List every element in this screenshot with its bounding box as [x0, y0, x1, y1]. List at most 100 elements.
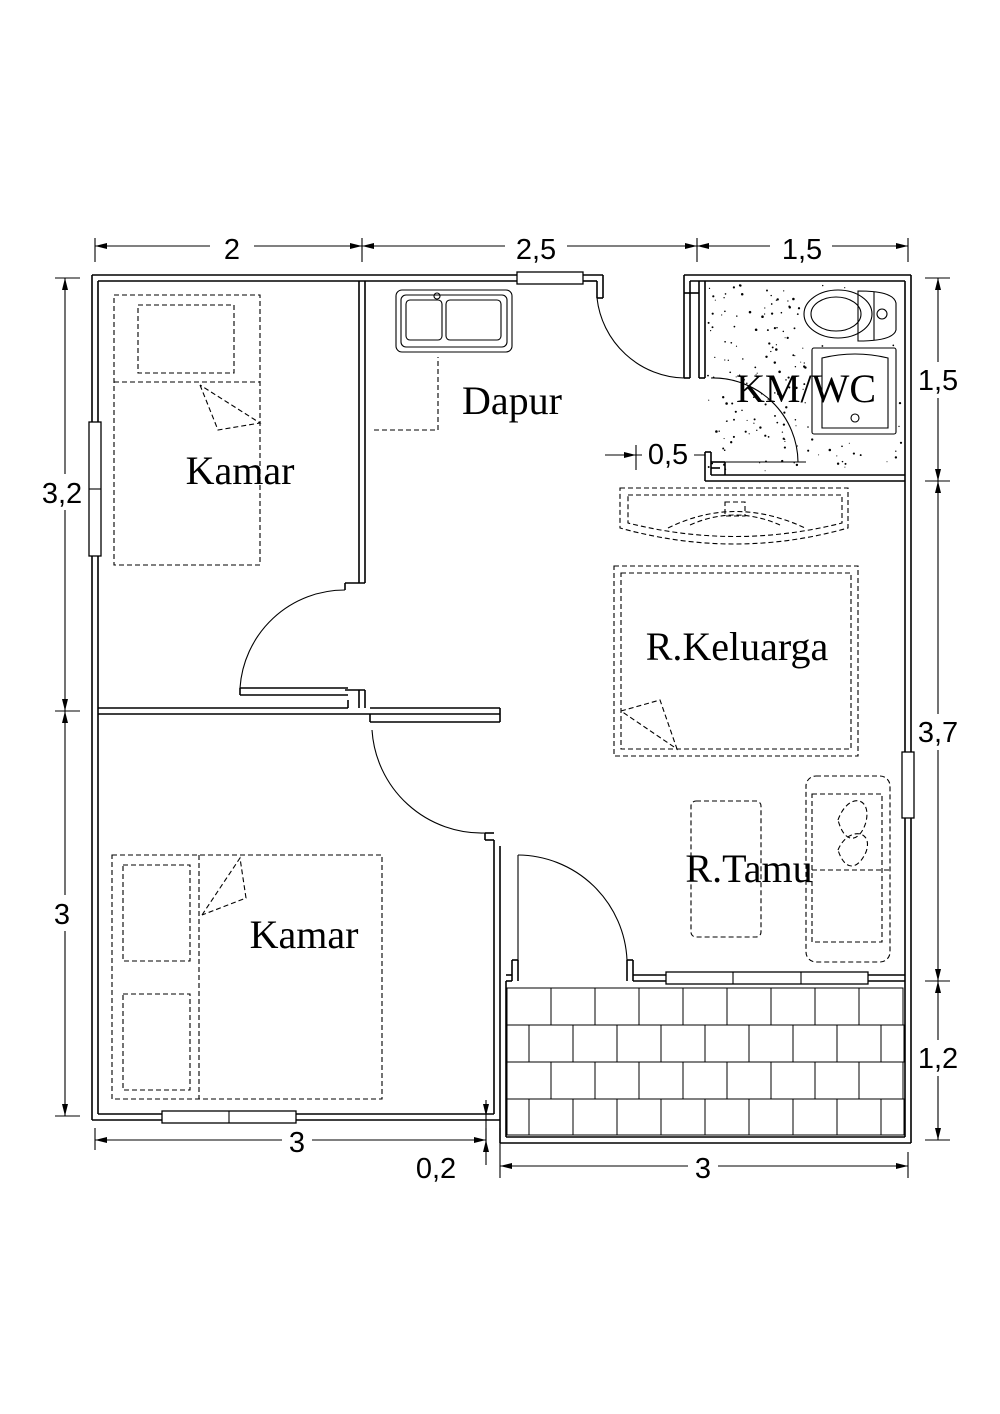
- stipple-dot: [765, 355, 768, 359]
- terrace-tile: [638, 987, 684, 1026]
- stipple-dot: [770, 303, 773, 305]
- terrace-tile: [550, 1061, 596, 1100]
- stipple-dot: [743, 378, 745, 381]
- dim-top-left: 2: [224, 234, 240, 266]
- stipple-dot: [894, 456, 898, 459]
- stipple-dot: [756, 429, 758, 431]
- terrace-tile: [682, 1061, 728, 1100]
- stipple-dot: [766, 289, 768, 292]
- stipple-dot: [776, 327, 778, 329]
- dim-bottom-left: 3: [289, 1127, 305, 1159]
- stipple-dot: [778, 370, 781, 374]
- stipple-dot: [725, 402, 728, 405]
- stipple-dot: [726, 420, 728, 422]
- stipple-dot: [722, 447, 725, 450]
- terrace-tile: [792, 1024, 838, 1063]
- terrace-tile: [748, 1098, 794, 1136]
- stipple-dot: [768, 342, 771, 345]
- stipple-dot: [708, 287, 711, 290]
- stipple-dot: [773, 327, 776, 330]
- stipple-dot: [836, 462, 840, 465]
- stipple-dot: [899, 441, 903, 444]
- stipple-dot: [844, 462, 847, 465]
- stipple-dot: [727, 359, 729, 361]
- terrace-tile: [572, 1098, 618, 1136]
- stipple-dot: [711, 312, 714, 315]
- stipple-dot: [774, 414, 776, 417]
- stipple-dot: [886, 461, 888, 463]
- stipple-dot: [746, 382, 748, 384]
- stipple-dot: [708, 399, 710, 401]
- stipple-dot: [788, 386, 791, 389]
- stipple-dot: [802, 347, 804, 349]
- keluarga-furniture: [613, 487, 859, 757]
- terrace-tile: [814, 987, 860, 1026]
- terrace-tile: [748, 1024, 794, 1063]
- stipple-dot: [736, 315, 738, 317]
- stipple-dot: [822, 284, 824, 287]
- terrace-tile: [506, 1061, 552, 1100]
- stipple-dot: [844, 466, 846, 468]
- stipple-dot: [735, 345, 738, 347]
- stipple-dot: [818, 454, 820, 456]
- stipple-dot: [848, 442, 850, 444]
- stipple-dot: [792, 354, 795, 357]
- stipple-dot: [732, 435, 735, 438]
- stipple-dot: [755, 329, 758, 331]
- stipple-dot: [715, 430, 718, 433]
- stipple-dot: [763, 313, 766, 315]
- stipple-dot: [735, 376, 737, 378]
- terrace-tile: [726, 987, 772, 1026]
- kamar-top-bed: [113, 294, 262, 566]
- room-label-kmwc: KM/WC: [736, 366, 876, 411]
- stipple-dot: [733, 418, 735, 421]
- stipple-dot: [796, 445, 798, 447]
- stipple-dot: [786, 336, 789, 340]
- stipple-dot: [785, 406, 788, 409]
- stipple-dot: [821, 345, 824, 347]
- stipple-dot: [787, 376, 790, 379]
- stipple-dot: [755, 374, 757, 376]
- stipple-dot: [760, 393, 763, 395]
- terrace-tile: [616, 1024, 662, 1063]
- stipple-dot: [828, 448, 832, 452]
- terrace-tiles: [506, 987, 905, 1136]
- stipple-dot: [802, 388, 804, 390]
- stipple-dot: [795, 425, 797, 427]
- stipple-dot: [744, 430, 747, 433]
- dim-right-mid: 3,7: [918, 717, 958, 749]
- stipple-dot: [723, 449, 726, 451]
- stipple-dot: [707, 321, 710, 324]
- dim-right-bottom: 1,2: [918, 1043, 958, 1075]
- terrace-tile: [572, 1024, 618, 1063]
- stipple-dot: [784, 440, 786, 442]
- stipple-dot: [767, 398, 769, 401]
- wc-floor-texture: [707, 284, 903, 472]
- stipple-dot: [775, 299, 778, 301]
- stipple-dot: [729, 371, 732, 374]
- terrace-tile: [506, 987, 552, 1026]
- stipple-dot: [723, 438, 725, 440]
- terrace-tile: [660, 1024, 706, 1063]
- stipple-dot: [769, 377, 773, 381]
- stipple-dot: [723, 463, 726, 466]
- terrace-tile: [858, 987, 904, 1026]
- stipple-dot: [732, 286, 736, 289]
- stipple-dot: [767, 436, 770, 438]
- stipple-dot: [841, 460, 844, 463]
- room-label-dapur: Dapur: [462, 378, 562, 423]
- stipple-dot: [721, 314, 723, 316]
- stipple-dot: [710, 330, 712, 332]
- stipple-dot: [712, 376, 715, 379]
- stipple-dot: [770, 312, 774, 315]
- stipple-dot: [739, 284, 742, 287]
- stipple-dot: [773, 361, 777, 364]
- terrace-tile: [550, 987, 596, 1026]
- stipple-dot: [782, 330, 785, 333]
- stipple-dot: [764, 434, 767, 437]
- stipple-dot: [707, 466, 710, 468]
- dim-inner-wc: 0,5: [648, 439, 688, 471]
- stipple-dot: [761, 315, 764, 318]
- room-label-keluarga: R.Keluarga: [646, 624, 829, 669]
